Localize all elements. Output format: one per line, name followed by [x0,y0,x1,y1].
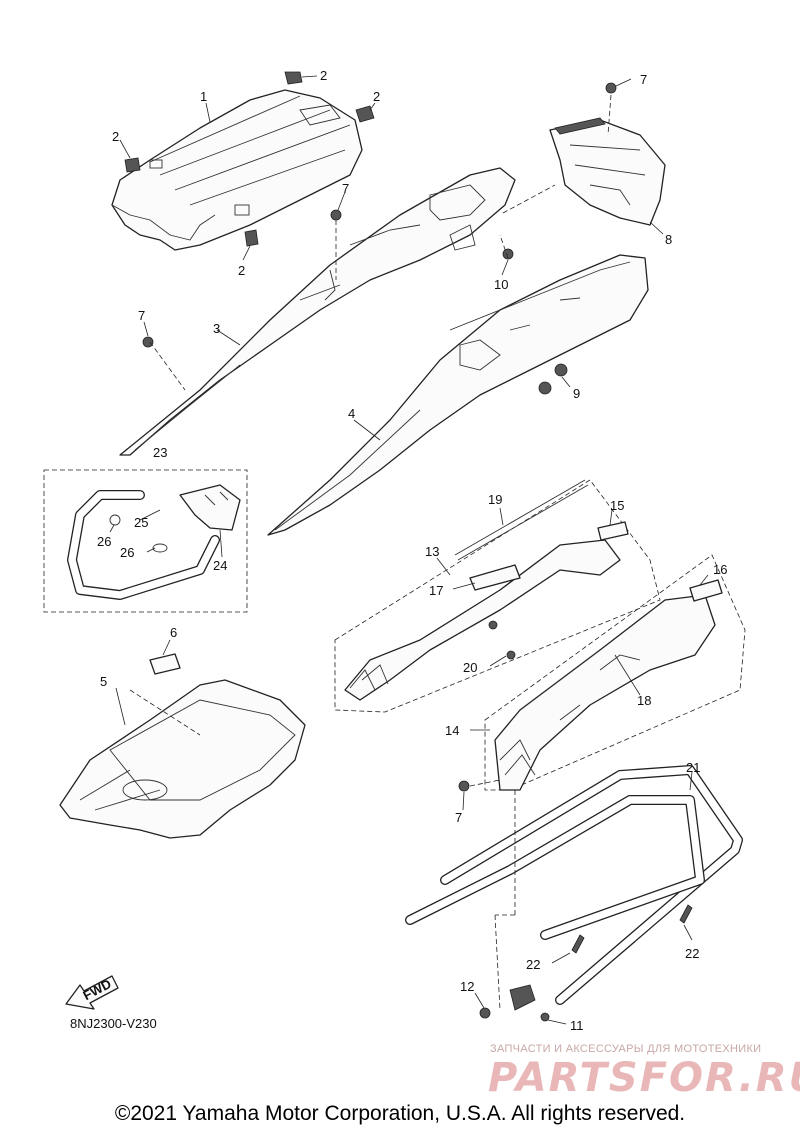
callout-2: 2 [373,89,380,104]
callout-17: 17 [429,583,443,598]
callout-7: 7 [455,810,462,825]
parts-diagram: FWD 1 2 2 2 2 3 4 5 6 7 7 7 7 8 9 10 11 … [43,68,746,1033]
leader-lines [109,75,709,1025]
part-23-grab-bar [67,484,241,600]
part-21-handle-frame [405,765,743,1005]
callout-18: 18 [637,693,651,708]
callout-25: 25 [134,515,148,530]
watermark-tagline: ЗАПЧАСТИ И АКСЕССУАРЫ ДЛЯ МОТОТЕХНИКИ [490,1043,762,1055]
callout-2: 2 [320,68,327,83]
part-14-rail-right [494,594,716,791]
group-13-frame [334,479,661,713]
callout-3: 3 [213,321,220,336]
callout-2: 2 [112,129,119,144]
callout-15: 15 [610,498,624,513]
callout-6: 6 [170,625,177,640]
callout-14: 14 [445,723,459,738]
callout-1: 1 [200,89,207,104]
callout-24: 24 [213,558,227,573]
callout-20: 20 [463,660,477,675]
callout-4: 4 [348,406,355,421]
callout-7: 7 [138,308,145,323]
part-2-clips [124,71,375,247]
callout-10: 10 [494,277,508,292]
fwd-arrow: FWD [65,975,119,1010]
callout-labels: 1 2 2 2 2 3 4 5 6 7 7 7 7 8 9 10 11 12 1… [97,68,727,1033]
callout-21: 21 [686,760,700,775]
part-19-strip [454,479,589,561]
group-23-frame [43,469,248,613]
diagram-code: 8NJ2300-V230 [70,1016,157,1031]
part-1-seat-cowl [111,89,363,251]
callout-12: 12 [460,979,474,994]
callout-26: 26 [97,534,111,549]
callout-5: 5 [100,674,107,689]
part-4-side-cover-right [267,254,649,536]
part-16-label [689,579,723,602]
part-13-rail-left [344,539,621,701]
callout-23: 23 [153,445,167,460]
callout-2: 2 [238,263,245,278]
callout-7: 7 [342,181,349,196]
part-6-label [149,653,181,675]
part-15-label [597,521,629,541]
fasteners [142,82,693,1022]
watermark-brand: PARTSFOR.RU [488,1055,800,1101]
callout-13: 13 [425,544,439,559]
group-14-frame [484,554,746,791]
part-8-tail-housing [549,117,666,226]
callout-7: 7 [640,72,647,87]
part-3-side-cover-left [119,167,516,456]
callout-19: 19 [488,492,502,507]
callout-9: 9 [573,386,580,401]
callout-26: 26 [120,545,134,560]
part-5-storage-bin [59,679,306,839]
callout-8: 8 [665,232,672,247]
callout-11: 11 [570,1018,584,1033]
callout-22: 22 [685,946,699,961]
callout-16: 16 [713,562,727,577]
callout-22: 22 [526,957,540,972]
copyright-notice: ©2021 Yamaha Motor Corporation, U.S.A. A… [114,1102,686,1125]
part-17-label [469,564,521,591]
